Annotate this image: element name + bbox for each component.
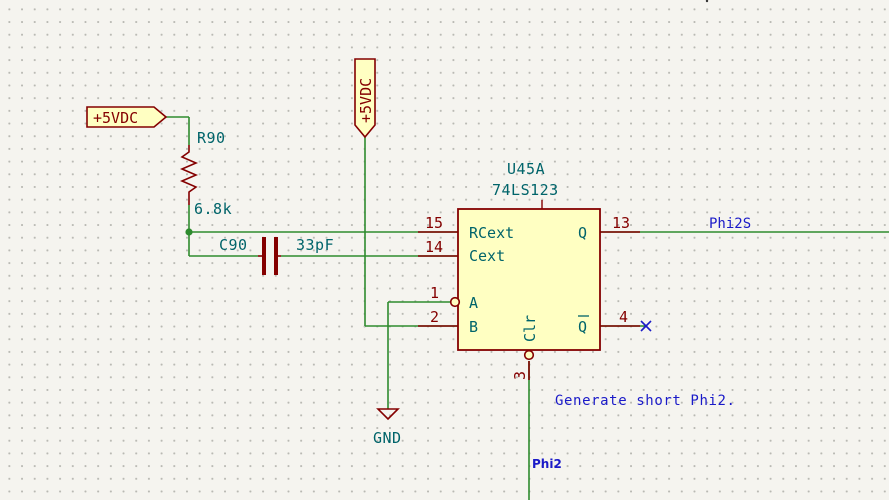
r90-value: 6.8k (194, 200, 232, 218)
capacitor-c90[interactable]: C90 33pF (219, 236, 334, 275)
vcc-left-symbol[interactable]: +5VDC (86, 106, 168, 128)
pin-a-label: A (469, 294, 478, 312)
gnd-symbol[interactable]: GND (373, 408, 402, 447)
ic-body (457, 208, 601, 351)
pin-cext-label: Cext (469, 247, 505, 265)
net-label-phi2s: Phi2S (709, 216, 751, 232)
vcc-top-label: +5VDC (357, 78, 375, 123)
pin-b-label: B (469, 318, 478, 336)
ic-ref: U45A (507, 160, 545, 178)
vcc-top-symbol[interactable]: +5VDC (354, 58, 376, 139)
pin-rcext-label: RCext (469, 224, 514, 242)
vcc-left-label: +5VDC (93, 109, 138, 127)
junction-dot (185, 228, 193, 236)
pin3-number: 3 (511, 371, 529, 380)
pin1-inversion-bubble (449, 296, 461, 308)
ic-u45a[interactable]: U45A 74LS123 15 14 1 2 13 4 3 RCext Cext… (418, 160, 640, 380)
pin-clr-label: Clr (521, 315, 539, 342)
ic-part: 74LS123 (492, 181, 559, 199)
pin13-number: 13 (612, 214, 630, 232)
net-label-phi2: Phi2 (532, 457, 562, 471)
c90-value: 33pF (296, 236, 334, 254)
no-connect-marker (640, 320, 652, 332)
r90-ref: R90 (197, 129, 226, 147)
resistor-r90[interactable]: R90 6.8k (179, 129, 232, 218)
schematic-note: Generate short Phi2. (555, 393, 736, 409)
pin2-number: 2 (430, 308, 439, 326)
pin-qbar-label: Q (578, 318, 587, 336)
pin4-number: 4 (619, 308, 628, 326)
pin-q-label: Q (578, 224, 587, 242)
pin14-number: 14 (425, 238, 443, 256)
c90-ref: C90 (219, 236, 248, 254)
pin3-inversion-bubble (523, 349, 535, 361)
corner-mark (705, 0, 709, 3)
pin15-number: 15 (425, 214, 443, 232)
pin1-number: 1 (430, 284, 439, 302)
gnd-label: GND (373, 429, 402, 447)
